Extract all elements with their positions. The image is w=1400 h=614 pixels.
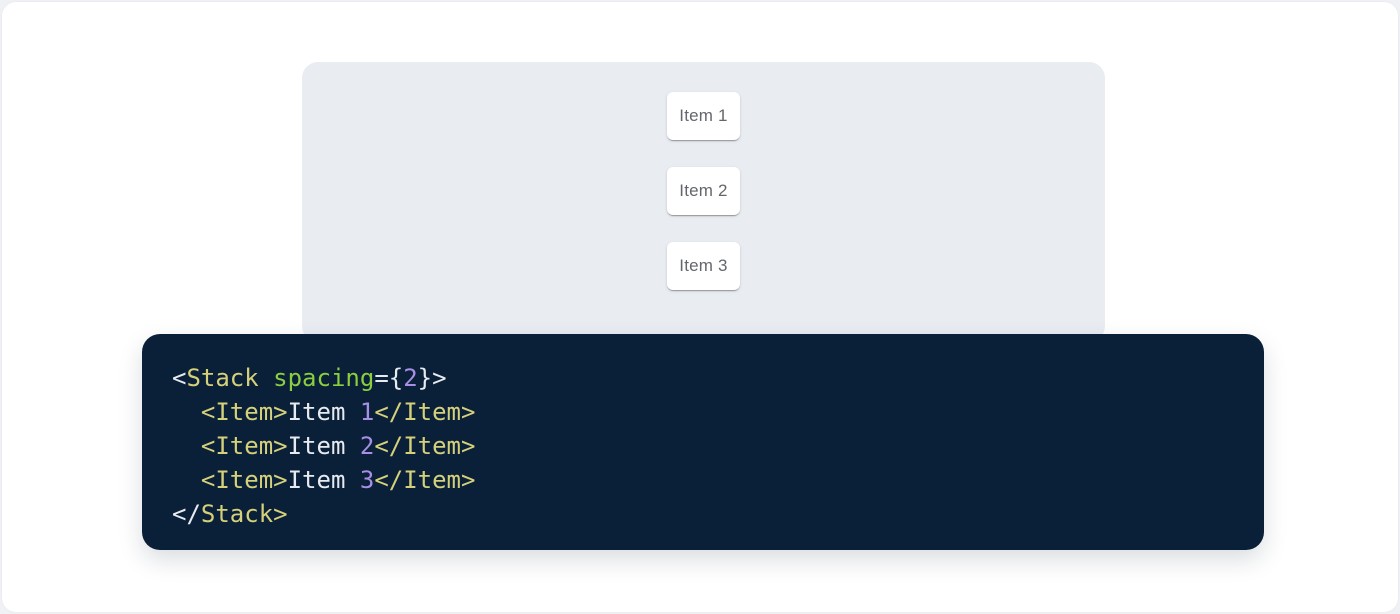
code-token-num: 1 (359, 398, 375, 426)
code-token-text: }> (417, 364, 447, 392)
code-token-text: Item (287, 466, 360, 494)
code-token-text: < (172, 364, 187, 392)
code-token-text: Item (287, 398, 360, 426)
code-token-text (172, 466, 201, 494)
code-token-tag: </Item> (374, 432, 476, 460)
code-token-text (259, 364, 273, 392)
stack-item-2: Item 2 (667, 167, 740, 215)
stack-item-3: Item 3 (667, 242, 740, 290)
code-block: <Stack spacing={2}> <Item>Item 1</Item> … (142, 334, 1264, 550)
code-token-attr: spacing (273, 364, 375, 392)
code-token-tag: <Item> (200, 432, 288, 460)
code-lines: <Stack spacing={2}> <Item>Item 1</Item> … (172, 361, 1234, 531)
code-line: <Item>Item 3</Item> (172, 463, 1234, 497)
code-token-text (172, 432, 201, 460)
code-token-num: 2 (359, 432, 375, 460)
code-line: </Stack> (172, 497, 1234, 531)
code-token-tag: Stack> (200, 500, 288, 528)
code-token-tag: </Item> (374, 398, 476, 426)
code-line: <Item>Item 1</Item> (172, 395, 1234, 429)
code-line: <Item>Item 2</Item> (172, 429, 1234, 463)
code-token-text: Item (287, 432, 360, 460)
demo-panel: Item 1 Item 2 Item 3 (302, 62, 1105, 342)
code-token-text (172, 398, 201, 426)
code-token-num: 2 (403, 364, 418, 392)
code-token-tag: Stack (186, 364, 259, 392)
code-token-num: 3 (359, 466, 375, 494)
stack-demo: Item 1 Item 2 Item 3 (302, 92, 1105, 290)
code-token-tag: <Item> (200, 398, 288, 426)
code-line: <Stack spacing={2}> (172, 361, 1234, 395)
code-token-tag: <Item> (200, 466, 288, 494)
code-token-tag: </Item> (374, 466, 476, 494)
code-token-text: ={ (374, 364, 404, 392)
stack-item-1: Item 1 (667, 92, 740, 140)
code-token-text: </ (172, 500, 201, 528)
